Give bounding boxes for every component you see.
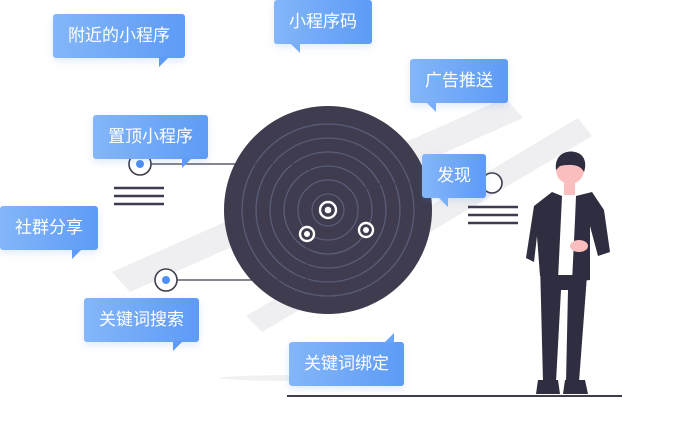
bubble-ad-push: 广告推送 (410, 59, 508, 112)
bubble-social-share: 社群分享 (0, 206, 98, 259)
radar-targets (298, 200, 375, 243)
bubble-nearby-miniprogram: 附近的小程序 (53, 14, 185, 67)
bubble-discover: 发现 (422, 154, 486, 207)
bubble-keyword-bind: 关键词绑定 (289, 333, 404, 386)
text-lines-right (468, 205, 518, 225)
bubble-miniprogram-code: 小程序码 (274, 0, 372, 53)
radar-rings (241, 123, 415, 297)
text-lines-left (114, 186, 164, 206)
person-figure (526, 151, 610, 394)
bubble-keyword-search: 关键词搜索 (84, 298, 199, 351)
bubble-pin-top-miniprogram: 置顶小程序 (93, 115, 208, 168)
